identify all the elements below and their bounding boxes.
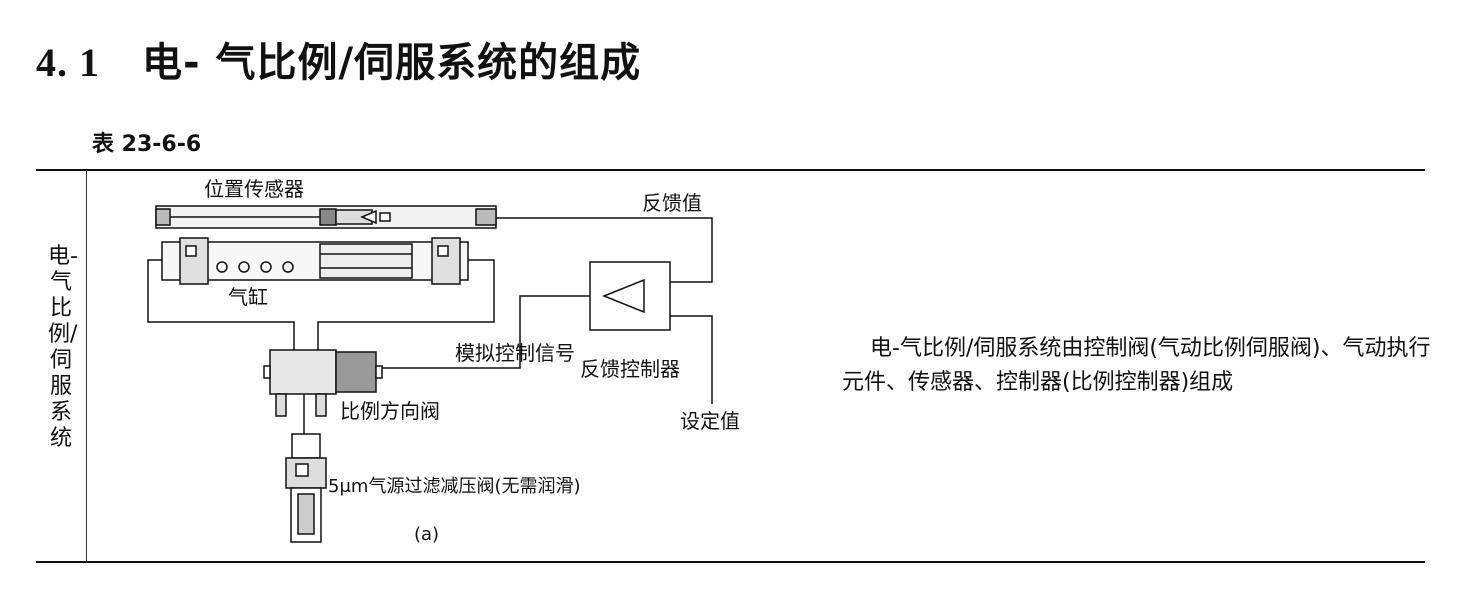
label-proportional-valve: 比例方向阀	[340, 399, 440, 423]
section-title-text: 电- 气比例/伺服系统的组成	[142, 40, 642, 86]
table-caption: 表 23-6-6	[92, 132, 202, 157]
section-title: 4. 1 电- 气比例/伺服系统的组成	[36, 30, 641, 88]
cylinder	[161, 237, 469, 285]
position-sensor	[155, 205, 497, 229]
label-position-sensor: 位置传感器	[204, 177, 304, 201]
label-cylinder: 气缸	[228, 285, 268, 309]
label-filter-regulator: 5μm气源过滤减压阀(无需润滑)	[328, 476, 580, 497]
table-column-divider	[86, 170, 87, 561]
table-bottom-rule	[36, 561, 1425, 563]
section-number: 4. 1	[36, 40, 100, 85]
label-feedback-value: 反馈值	[642, 191, 702, 215]
feedback-controller-block	[589, 261, 671, 331]
filter-regulator	[285, 433, 327, 543]
row-label: 电-气比例/伺服系统	[48, 244, 78, 451]
label-feedback-controller: 反馈控制器	[580, 357, 680, 381]
signal-lines	[378, 217, 713, 404]
label-subfigure: (a)	[414, 524, 439, 545]
label-analog-signal: 模拟控制信号	[455, 341, 575, 365]
pneumatic-lines	[147, 259, 495, 350]
table-top-rule	[36, 169, 1425, 171]
proportional-valve	[263, 349, 383, 434]
system-diagram: 位置传感器 反馈值 气缸 模拟控制信号 反馈控制器 比例方向阀 设定值 5μm气…	[147, 177, 740, 545]
label-set-value: 设定值	[680, 409, 740, 433]
row-description: 电-气比例/伺服系统由控制阀(气动比例伺服阀)、气动执行元件、传感器、控制器(比…	[842, 336, 1431, 395]
